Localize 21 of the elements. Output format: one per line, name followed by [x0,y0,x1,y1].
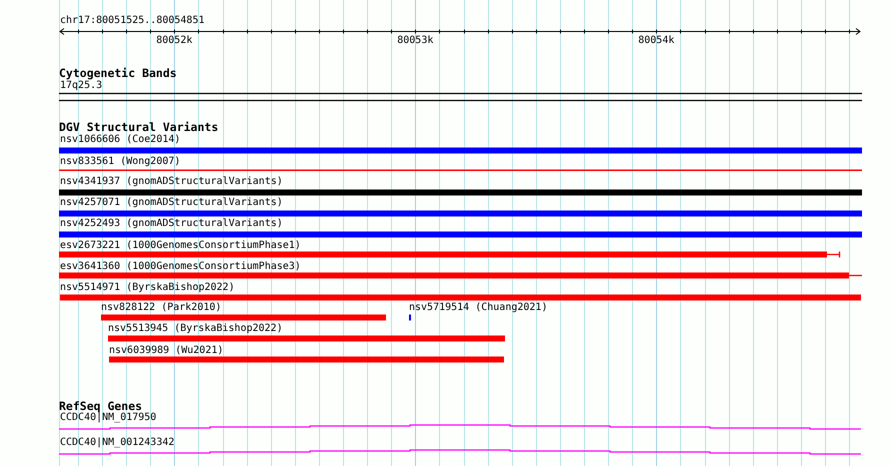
feature-label: nsv828122 (Park2010) [101,302,222,314]
tick-label: 80054k [638,34,674,46]
feature-label: nsv5719514 (Chuang2021) [409,302,548,314]
feature-label: esv2673221 (1000GenomesConsortiumPhase1) [60,240,301,252]
feature-label: CCDC40|NM_017950 [60,412,156,424]
feature-label: nsv5514971 (ByrskaBishop2022) [60,282,235,294]
feature-label: nsv5513945 (ByrskaBishop2022) [108,323,283,336]
feature-label: nsv4341937 (gnomADStructuralVariants) [60,176,283,188]
track-title: DGV Structural Variants [59,121,218,134]
tick-label: 80053k [397,34,434,46]
tick-label: 80052k [156,34,192,46]
feature-label: 17q25.3 [60,80,102,92]
feature-label: nsv1066606 (Coe2014) [60,134,180,146]
feature-label: esv3641360 (1000GenomesConsortiumPhase3) [60,260,301,273]
feature-label: CCDC40|NM_001243342 [60,437,174,450]
coordinate-label: chr17:80051525..80054851 [60,15,204,28]
feature-label: nsv4257071 (gnomADStructuralVariants) [60,197,283,209]
feature-label: nsv6039989 (Wu2021) [109,344,224,357]
track-title: RefSeq Genes [59,400,142,413]
feature-label: nsv4252493 (gnomADStructuralVariants) [60,218,283,230]
feature-label: nsv833561 (Wong2007) [60,156,180,168]
